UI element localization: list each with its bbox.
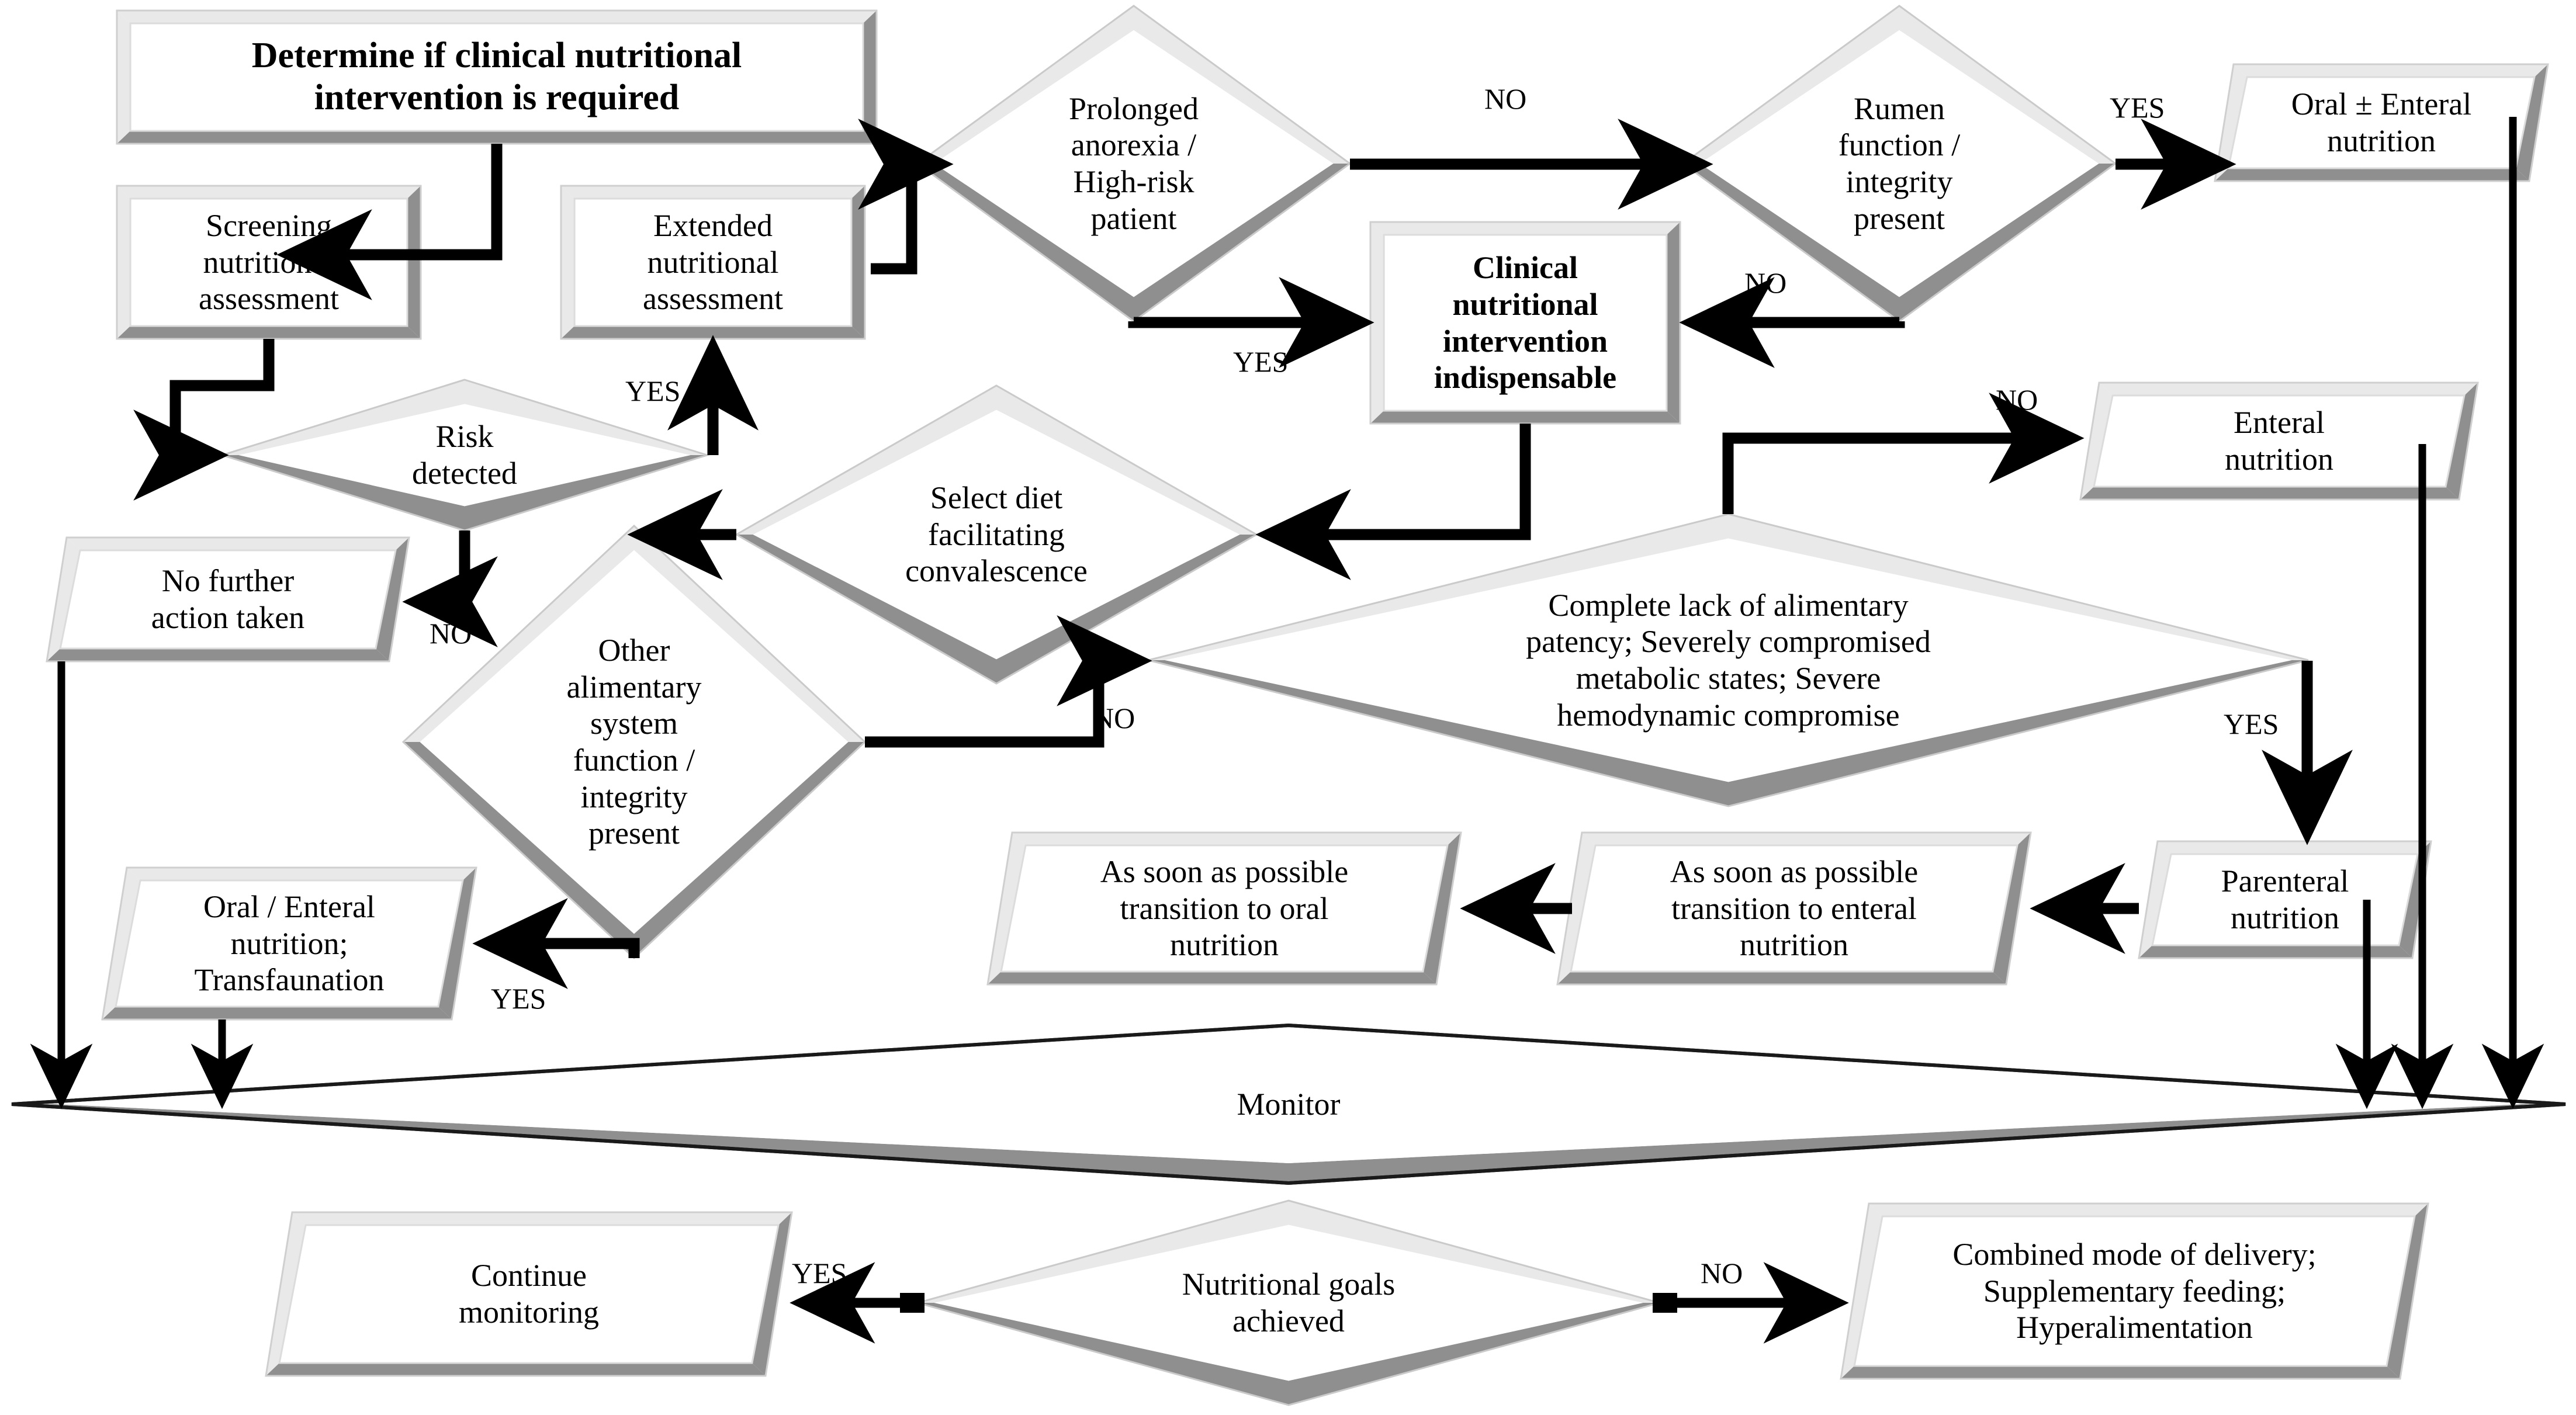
- edge-goals-combined-stub: [1653, 1293, 1677, 1313]
- node-goals[interactable]: [914, 1199, 1663, 1406]
- node-determine[interactable]: [116, 9, 878, 145]
- node-prolonged[interactable]: [916, 5, 1352, 322]
- node-indispensable[interactable]: [1369, 221, 1681, 425]
- edge-otheraliment-completelack: [865, 615, 1152, 748]
- edge-label-yes-risk-extended: YES: [625, 374, 681, 407]
- node-combined[interactable]: [1840, 1202, 2429, 1380]
- node-monitor[interactable]: [11, 1023, 2566, 1185]
- edge-label-yes-goals-continue: YES: [792, 1257, 847, 1289]
- node-transoral[interactable]: [986, 831, 1462, 986]
- edge-label-yes-complete-paren: YES: [2224, 708, 2279, 740]
- node-otheraliment[interactable]: [401, 524, 867, 960]
- edge-risk-nofurther: [402, 530, 498, 647]
- node-extended[interactable]: [560, 185, 866, 340]
- node-transenteral[interactable]: [1556, 831, 2032, 986]
- node-completelack[interactable]: [1148, 513, 2309, 807]
- edge-rumen-indispensable: [1679, 277, 1905, 368]
- edge-screening-risk: [133, 339, 275, 501]
- node-oralenteraltrans[interactable]: [101, 866, 477, 1021]
- edge-extended-prolonged: [858, 119, 954, 275]
- edge-label-no-complete-enteral: NO: [1996, 383, 2038, 416]
- edge-prolonged-indispensable: [1128, 277, 1374, 368]
- edge-indispensable-selectdiet: [1255, 424, 1531, 580]
- node-riskdetected[interactable]: [219, 379, 711, 532]
- node-selectdiet[interactable]: [734, 384, 1259, 685]
- edge-label-yes-other-oral: YES: [491, 982, 546, 1015]
- edge-label-no-prolonged-rumen: NO: [1484, 82, 1527, 115]
- node-nofurther[interactable]: [46, 536, 410, 663]
- edge-label-no-rumen-indis: NO: [1744, 266, 1787, 299]
- edge-completelack-enteral: [1722, 393, 2085, 514]
- node-oralenteral[interactable]: [2214, 63, 2549, 182]
- edge-goals-continue-stub: [900, 1293, 925, 1313]
- node-enteral[interactable]: [2079, 382, 2479, 501]
- edge-label-no-other-complete: NO: [1093, 702, 1135, 734]
- edge-label-yes-prolonged-indis: YES: [1233, 345, 1289, 378]
- edge-otheraliment-oralenteraltrans: [472, 898, 640, 989]
- node-screening[interactable]: [116, 185, 422, 340]
- node-parenteral[interactable]: [2138, 840, 2432, 959]
- node-rumen[interactable]: [1681, 5, 2117, 322]
- edge-determine-screening: [276, 144, 503, 300]
- node-continue[interactable]: [265, 1211, 793, 1377]
- edge-label-no-goals-combined: NO: [1701, 1257, 1743, 1289]
- edge-label-no-risk-nofurther: NO: [430, 617, 472, 650]
- edge-label-yes-rumen-oral: YES: [2110, 91, 2165, 124]
